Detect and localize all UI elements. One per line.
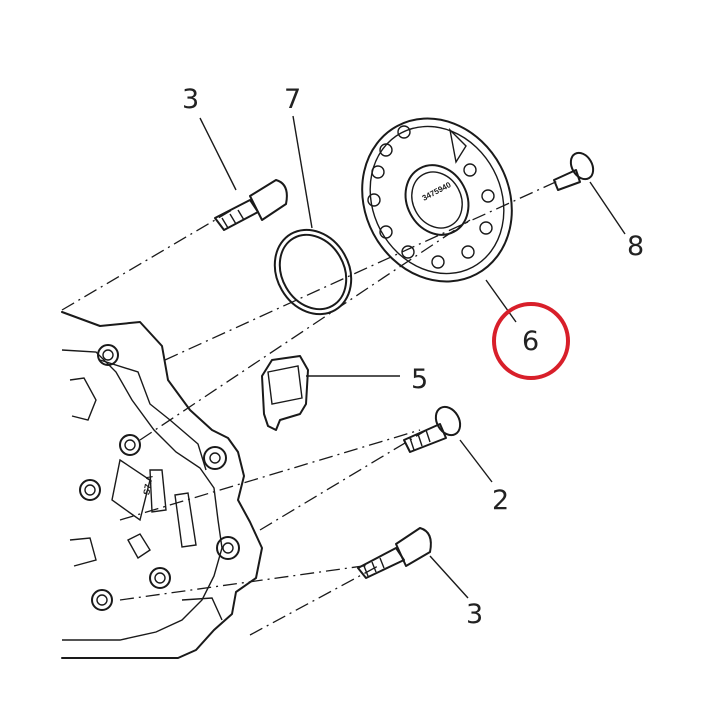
callout-5: 5 (411, 364, 429, 395)
cover-part (361, 117, 513, 283)
callout-7: 7 (284, 84, 302, 115)
callout-2: 2 (492, 485, 510, 516)
callout-6-highlight-ring (492, 302, 570, 380)
assembly-axes (61, 179, 561, 636)
o-ring-part (273, 228, 353, 316)
leader-lines (199, 115, 626, 599)
seal-part (261, 355, 309, 431)
callout-3-top: 3 (182, 84, 200, 115)
callout-3-bottom: 3 (466, 599, 484, 630)
engine-housing (61, 311, 263, 659)
bolt-3-bottom (357, 527, 432, 579)
bolt-3-top (214, 179, 288, 231)
screw-8 (553, 151, 595, 191)
bolt-2 (403, 405, 462, 453)
callout-8: 8 (627, 231, 645, 262)
callout-6: 6 (522, 326, 540, 357)
